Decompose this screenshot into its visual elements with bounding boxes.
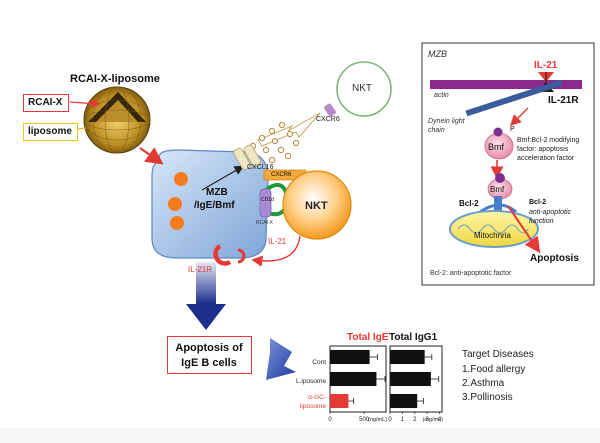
igg1-tick-label-4: 4 <box>438 417 442 423</box>
inset-footer: Bcl-2: anti-apoptotic factor <box>430 270 512 277</box>
il21-label: IL-21 <box>268 237 287 246</box>
liposome-label: liposome <box>28 126 72 137</box>
il21-arrow <box>251 235 301 267</box>
il21r-receptor <box>213 244 232 266</box>
inset-dynein-2: chain <box>428 127 445 134</box>
inset-bcl2-desc-2: function <box>529 218 554 225</box>
mzb-granules <box>168 172 188 230</box>
ige-tick-label-1: 500 <box>359 417 370 423</box>
inset-bcl2-desc-1: anti-apoptotic <box>529 209 572 216</box>
total-ige-title: Total IgE <box>347 332 389 343</box>
total-igg1-chart: 0 1 2 3 4(mg/mL) <box>388 345 444 423</box>
mzb-label-2: /IgE/Bmf <box>194 200 235 211</box>
target-diseases-title: Target Diseases <box>462 349 534 360</box>
total-ige-chart: 0 500(ng/mL) <box>328 345 387 423</box>
row-label-cont: Cont <box>312 359 326 366</box>
nkt-main-label: NKT <box>305 200 328 212</box>
row-label-agc-2: liposome <box>299 403 326 410</box>
ige-bar-0 <box>330 349 370 365</box>
igg1-tick-label-2: 2 <box>413 417 417 423</box>
cxcl16-label: CXCL16 <box>247 164 274 171</box>
igg1-unit-label: (mg/mL) <box>423 417 444 423</box>
ige-bar-2 <box>330 393 349 409</box>
inset-dynein-1: Dynein light <box>428 118 465 125</box>
inset-bmf-top: Bmf <box>488 142 505 152</box>
inset-bmf-desc-3: acceleration factor <box>517 155 575 162</box>
cxcr6-top-label: CXCR6 <box>316 116 340 123</box>
cxcl16-receptors <box>233 144 262 170</box>
target-disease-3: 3.Pollinosis <box>462 392 513 403</box>
liposome-uptake-arrow <box>139 147 164 165</box>
inset-apoptosis: Apoptosis <box>530 253 579 264</box>
inset-bmf-bottom: Bmf <box>490 185 505 194</box>
apoptosis-box: Apoptosis of IgE B cells <box>167 336 252 374</box>
liposome-illustration <box>55 86 151 154</box>
nkt-cell-small <box>336 61 392 117</box>
rcaix-label: RCAI-X <box>28 97 63 108</box>
inset-p: P <box>510 126 515 133</box>
igg1-bar-1 <box>390 371 431 387</box>
cxcr6-bar-label: CXCR6 <box>271 172 292 178</box>
target-disease-2: 2.Asthma <box>462 378 505 389</box>
total-igg1-title: Total IgG1 <box>389 332 438 343</box>
apoptosis-flow-arrow <box>186 262 226 330</box>
rcaix-label-box: RCAI-X <box>23 94 69 112</box>
nkt-small-label: NKT <box>352 83 372 94</box>
result-arrow <box>266 338 296 380</box>
igg1-bar-2 <box>390 393 418 409</box>
liposome-title: RCAI-X-liposome <box>70 73 160 85</box>
inset-il21: IL-21 <box>534 60 558 71</box>
migration-arrow <box>257 112 321 147</box>
inset-bmf-desc-1: Bmf:Bcl-2 modifying <box>517 137 580 144</box>
igg1-tick-label-1: 1 <box>401 417 405 423</box>
inset-title: MZB <box>428 49 447 59</box>
target-disease-1: 1.Food allergy <box>462 364 526 375</box>
igg1-tick-label-0: 0 <box>388 417 392 423</box>
ige-tick-label-0: 0 <box>328 417 332 423</box>
apoptosis-box-line1: Apoptosis of <box>175 342 243 354</box>
igg1-tick-label-3: 3 <box>425 417 429 423</box>
nkt-cell-main <box>282 170 352 240</box>
apoptosis-box-line2: IgE B cells <box>181 357 237 369</box>
row-label-agc-1: α-GC- <box>308 394 326 401</box>
cd1d-label: CD1d <box>261 197 274 203</box>
il21-ligand <box>237 248 246 264</box>
mzb-inset-panel <box>421 42 595 286</box>
dynein-chain <box>465 79 563 117</box>
ige-unit-label: (ng/mL) <box>368 417 387 423</box>
inset-actin: actin <box>434 92 449 99</box>
actin-bar <box>430 80 582 89</box>
cxcr6-receptor-small <box>324 103 336 117</box>
inset-mitochondria: Mitochnria <box>474 231 511 240</box>
inset-bcl2-right: Bcl-2 <box>529 199 547 206</box>
row-label-liposome: L.iposome <box>296 378 326 385</box>
inset-bcl2: Bcl-2 <box>459 199 479 208</box>
inset-il21r: IL-21R <box>548 95 579 106</box>
rcaix-small-label: RCAI-X <box>256 220 273 226</box>
liposome-label-box: liposome <box>23 123 78 141</box>
cd1d-shape <box>259 188 272 218</box>
inset-bmf-desc-2: factor: apoptosis <box>517 146 569 153</box>
il21r-label: IL-21R <box>188 265 213 274</box>
ige-bar-1 <box>330 371 377 387</box>
internal-signal-arrow <box>201 165 245 191</box>
mzb-label: MZB <box>206 187 228 198</box>
igg1-bar-0 <box>390 349 425 365</box>
